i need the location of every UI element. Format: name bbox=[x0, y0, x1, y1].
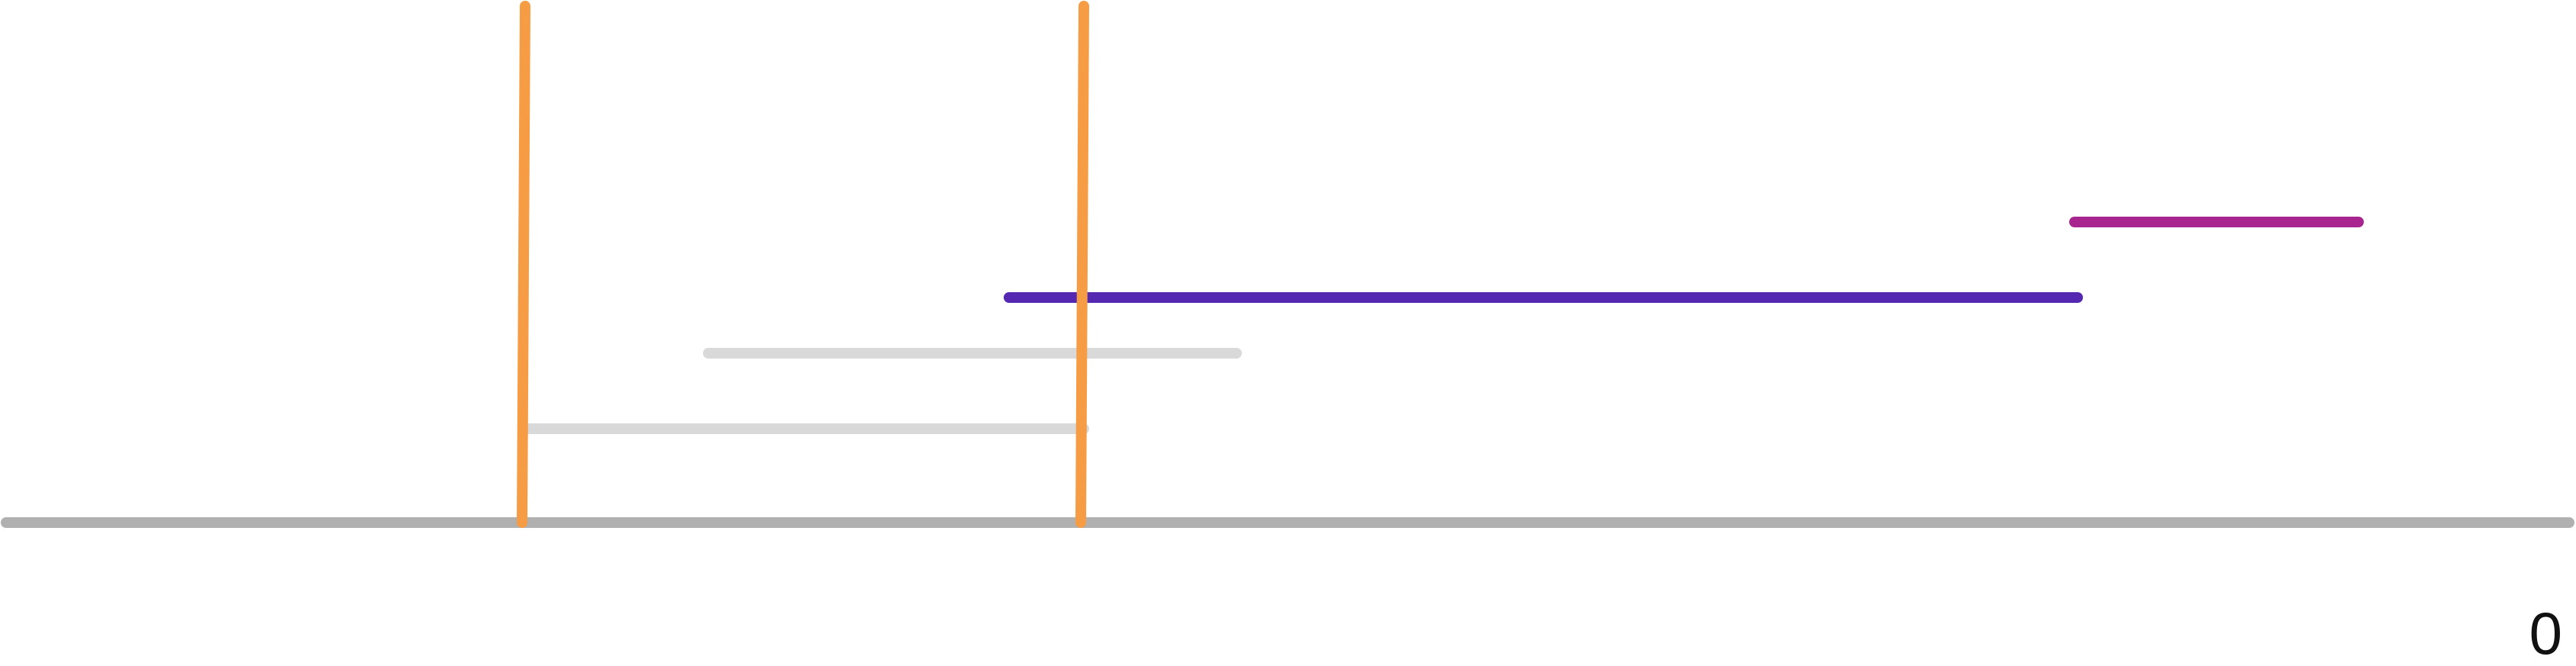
axis-end-label: 0 bbox=[2529, 600, 2562, 666]
marker-left bbox=[517, 1, 530, 528]
marker-right bbox=[1075, 1, 1089, 528]
